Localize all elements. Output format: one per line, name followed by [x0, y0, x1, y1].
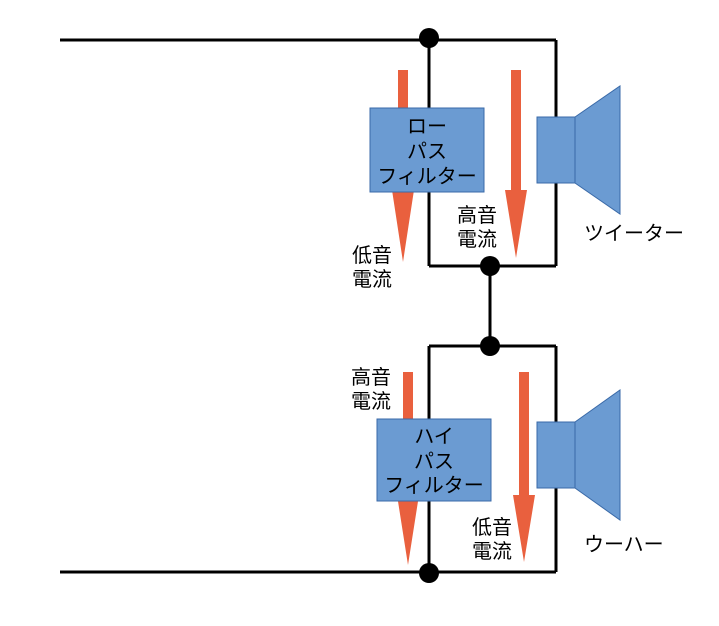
- high-current-top-label-1: 高音: [457, 203, 497, 227]
- low-pass-filter: ロー パス フィルター: [369, 107, 485, 193]
- tweeter-speaker-icon: [536, 85, 621, 215]
- low-current-top-label-1: 低音: [352, 243, 392, 267]
- high-current-arrow-top: [505, 70, 527, 258]
- junction-node-upper-mid: [480, 256, 500, 276]
- tweeter-label: ツイーター: [584, 221, 684, 245]
- low-pass-filter-line-1: ロー: [407, 114, 447, 138]
- high-pass-filter-line-1: ハイ: [414, 424, 454, 448]
- junction-nodes: [419, 28, 500, 583]
- junction-node-lower-mid: [480, 336, 500, 356]
- high-current-bottom-label-2: 電流: [351, 389, 391, 413]
- low-current-arrow-bottom: [513, 372, 535, 562]
- low-current-bottom-label-1: 低音: [472, 515, 512, 539]
- junction-node-bottom: [419, 563, 439, 583]
- high-current-bottom-label-1: 高音: [351, 365, 391, 389]
- low-pass-filter-line-3: フィルター: [377, 164, 477, 188]
- low-pass-filter-line-2: パス: [407, 139, 447, 163]
- high-pass-filter: ハイ パス フィルター: [376, 418, 492, 502]
- woofer-label: ウーハー: [584, 532, 664, 556]
- woofer-speaker-icon: [536, 389, 621, 521]
- low-current-bottom-label-2: 電流: [472, 539, 512, 563]
- low-current-top-label-2: 電流: [352, 267, 392, 291]
- high-pass-filter-box: [376, 418, 492, 502]
- junction-node-top: [419, 28, 439, 48]
- low-pass-filter-box: [369, 107, 485, 193]
- high-pass-filter-line-2: パス: [414, 449, 454, 473]
- high-current-top-label-2: 電流: [457, 227, 497, 251]
- high-pass-filter-line-3: フィルター: [384, 473, 484, 497]
